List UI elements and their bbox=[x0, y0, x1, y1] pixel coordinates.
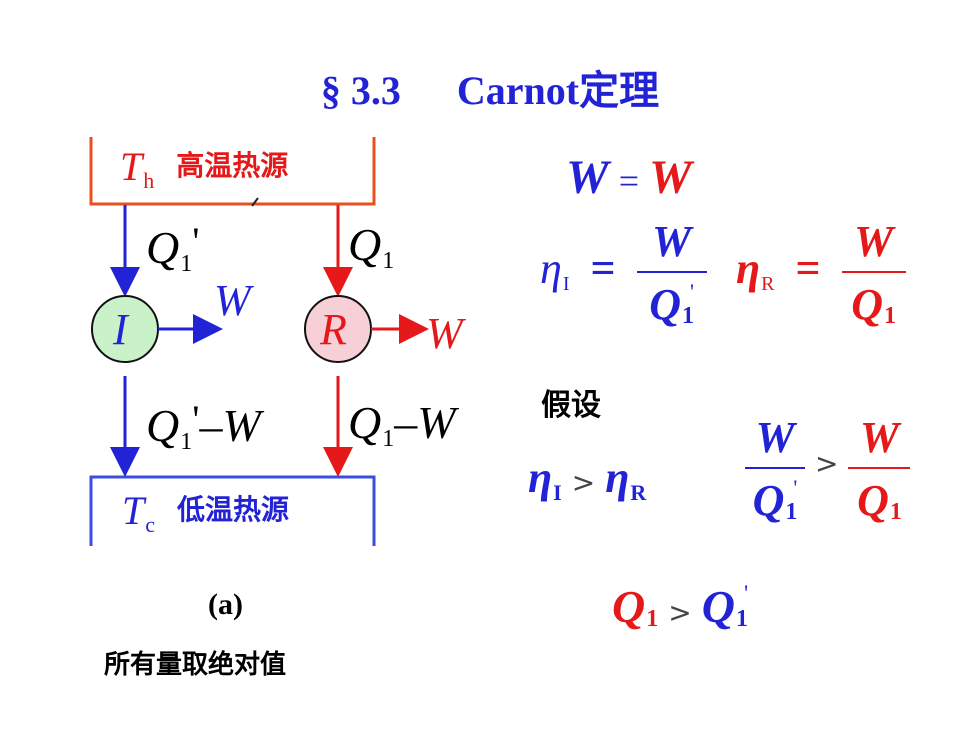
cold-reservoir-frame bbox=[89, 475, 376, 546]
hot-reservoir-label: Th 高温热源 bbox=[120, 144, 289, 193]
engine-i-label: I bbox=[113, 305, 128, 354]
page-title: § 3.3 Carnot定理 bbox=[0, 58, 980, 116]
eta-i-equation: ηI = W Q1' bbox=[540, 216, 707, 330]
caption-note: 所有量取绝对值 bbox=[104, 650, 287, 680]
q1-out-label: Q1–W bbox=[348, 397, 456, 453]
q1-in-label: Q1 bbox=[348, 219, 395, 275]
q1-prime-in-label: Q1' bbox=[146, 219, 200, 278]
section-name: Carnot定理 bbox=[456, 68, 660, 113]
work-equal-equation: W=W bbox=[566, 151, 692, 204]
hot-reservoir-frame bbox=[89, 137, 376, 206]
efficiency-inequality: ηI>ηR bbox=[528, 453, 647, 505]
eta-r-equation: ηR = W Q1 bbox=[736, 216, 906, 330]
section-number: § 3.3 bbox=[320, 68, 401, 113]
engine-r-label: R bbox=[320, 305, 347, 354]
figure-caption: (a) bbox=[208, 588, 243, 621]
assume-label: 假设 bbox=[541, 388, 601, 423]
result-inequality: Q1>Q1' bbox=[612, 581, 749, 632]
hot-box-mark bbox=[251, 197, 259, 207]
work-r-label: W bbox=[426, 309, 463, 358]
q1-prime-out-label: Q1'–W bbox=[146, 397, 261, 456]
work-i-label: W bbox=[214, 276, 251, 325]
fraction-inequality: W Q1' > W Q1 bbox=[745, 412, 911, 526]
cold-reservoir-label: Tc 低温热源 bbox=[122, 488, 290, 537]
